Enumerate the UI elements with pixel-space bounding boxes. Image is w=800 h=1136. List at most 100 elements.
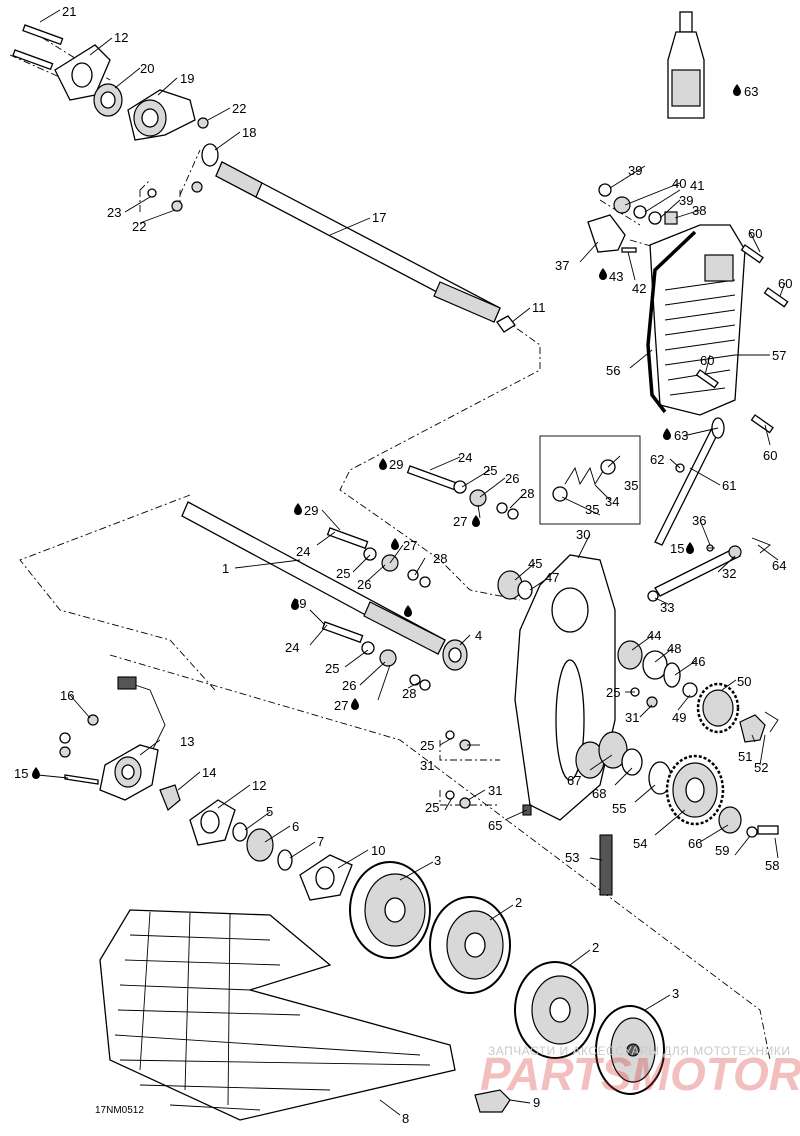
callout-7: 7 xyxy=(317,834,324,849)
washer-39b xyxy=(648,211,662,225)
callout-27a: 27 xyxy=(453,514,467,529)
callout-54: 54 xyxy=(633,836,647,851)
callout-62: 62 xyxy=(650,452,664,467)
drive-wheel-3-left xyxy=(349,861,431,959)
callout-58: 58 xyxy=(765,858,779,873)
callout-16: 16 xyxy=(60,688,74,703)
callout-28b: 28 xyxy=(433,551,447,566)
callout-8: 8 xyxy=(402,1111,409,1126)
washer-39a xyxy=(598,183,612,197)
callout-18: 18 xyxy=(242,125,256,140)
callout-2b: 2 xyxy=(592,940,599,955)
callout-24a: 24 xyxy=(458,450,472,465)
chain-53 xyxy=(599,834,613,896)
callout-9: 9 xyxy=(533,1095,540,1110)
callout-22b: 22 xyxy=(132,219,146,234)
chaincase-cover-57 xyxy=(649,224,746,416)
assembly-path-top xyxy=(139,149,201,212)
nut-31c xyxy=(459,797,471,809)
watermark-caption: ЗАПЧАСТИ И АКСЕССУАРЫ ДЛЯ МОТОТЕХНИКИ xyxy=(488,1044,790,1058)
assembly-path-upper xyxy=(339,319,541,601)
callout-39b: 39 xyxy=(679,193,693,208)
callout-35a: 35 xyxy=(624,478,638,493)
cotter-pin-64 xyxy=(751,537,771,554)
callout-30: 30 xyxy=(576,527,590,542)
callout-60a: 60 xyxy=(748,226,762,241)
washer-59 xyxy=(746,826,758,838)
callout-15a: 15 xyxy=(670,541,684,556)
callout-35b: 35 xyxy=(585,502,599,517)
callout-23: 23 xyxy=(107,205,121,220)
screw-42 xyxy=(621,247,637,253)
callout-14: 14 xyxy=(202,765,216,780)
callout-60c: 60 xyxy=(700,353,714,368)
callout-3a: 3 xyxy=(434,853,441,868)
cover-bearing-plate xyxy=(704,254,734,282)
callout-3b: 3 xyxy=(672,986,679,1001)
drive-sprocket-2-left xyxy=(429,896,511,994)
callout-45: 45 xyxy=(528,556,542,571)
callout-12b: 12 xyxy=(252,778,266,793)
sensor-connector xyxy=(117,676,137,690)
callout-66: 66 xyxy=(688,836,702,851)
bolt-21 xyxy=(12,24,64,71)
callout-29b: 29 xyxy=(304,503,318,518)
callout-56: 56 xyxy=(606,363,620,378)
callout-27c: 27 xyxy=(334,698,348,713)
callout-49: 49 xyxy=(672,710,686,725)
callout-60d: 60 xyxy=(763,448,777,463)
callout-59: 59 xyxy=(715,843,729,858)
callout-6: 6 xyxy=(292,819,299,834)
callout-68: 68 xyxy=(592,786,606,801)
washer-25e xyxy=(445,730,455,740)
callout-25b: 25 xyxy=(336,566,350,581)
assembly-path-left xyxy=(19,494,216,691)
bolt-set-lower xyxy=(321,621,431,691)
ring-47 xyxy=(517,580,533,600)
bolt-set-upper xyxy=(406,465,519,520)
callout-51: 51 xyxy=(738,749,752,764)
nut-22a xyxy=(197,117,209,129)
assembly-path-lower xyxy=(109,654,771,1061)
callout-29a: 29 xyxy=(389,457,403,472)
callout-24b: 24 xyxy=(296,544,310,559)
callout-52: 52 xyxy=(754,760,768,775)
callout-25f: 25 xyxy=(425,800,439,815)
callout-67: 67 xyxy=(567,773,581,788)
callout-10: 10 xyxy=(371,843,385,858)
plug-11 xyxy=(496,315,516,333)
callout-20: 20 xyxy=(140,61,154,76)
callout-11: 11 xyxy=(532,300,546,315)
callout-53: 53 xyxy=(565,850,579,865)
callout-21: 21 xyxy=(62,4,76,19)
callout-36: 36 xyxy=(692,513,706,528)
callout-15b: 15 xyxy=(14,766,28,781)
nut-31a xyxy=(646,696,658,708)
callout-38: 38 xyxy=(692,203,706,218)
callout-31a: 31 xyxy=(625,710,639,725)
drive-sprocket-2-right xyxy=(514,961,596,1059)
trigger-wheel-14 xyxy=(159,784,181,811)
callout-4: 4 xyxy=(475,628,482,643)
callout-63: 63 xyxy=(744,84,758,99)
callout-2a: 2 xyxy=(515,895,522,910)
callout-22: 22 xyxy=(232,101,246,116)
callout-31c: 31 xyxy=(488,783,502,798)
callout-29c: 29 xyxy=(292,596,306,611)
callout-1: 1 xyxy=(222,561,229,576)
ring-46 xyxy=(663,662,681,688)
callout-24c: 24 xyxy=(285,640,299,655)
spring-34 xyxy=(564,466,606,486)
nut-22b xyxy=(171,200,183,212)
nut-51 xyxy=(739,714,766,743)
callout-42: 42 xyxy=(632,281,646,296)
cotter-pin-52 xyxy=(764,711,779,733)
screw-15 xyxy=(64,774,99,785)
bushing-38 xyxy=(664,211,678,225)
callout-41: 41 xyxy=(690,178,704,193)
slider-9 xyxy=(474,1089,511,1113)
bearing-44 xyxy=(617,640,643,670)
callout-44: 44 xyxy=(647,628,661,643)
